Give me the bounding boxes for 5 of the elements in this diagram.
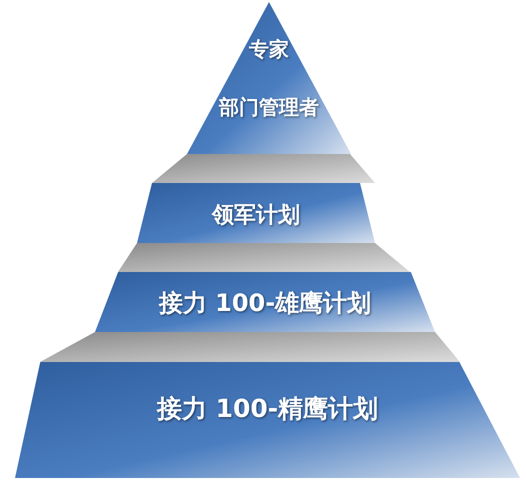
tier-label: 接力 100-精鹰计划 xyxy=(156,393,378,425)
tier-label: 领军计划 xyxy=(212,202,300,230)
tier-label: 专家 xyxy=(249,36,289,63)
tier-label: 接力 100-雄鹰计划 xyxy=(158,288,372,319)
tier-label: 部门管理者 xyxy=(219,94,319,121)
